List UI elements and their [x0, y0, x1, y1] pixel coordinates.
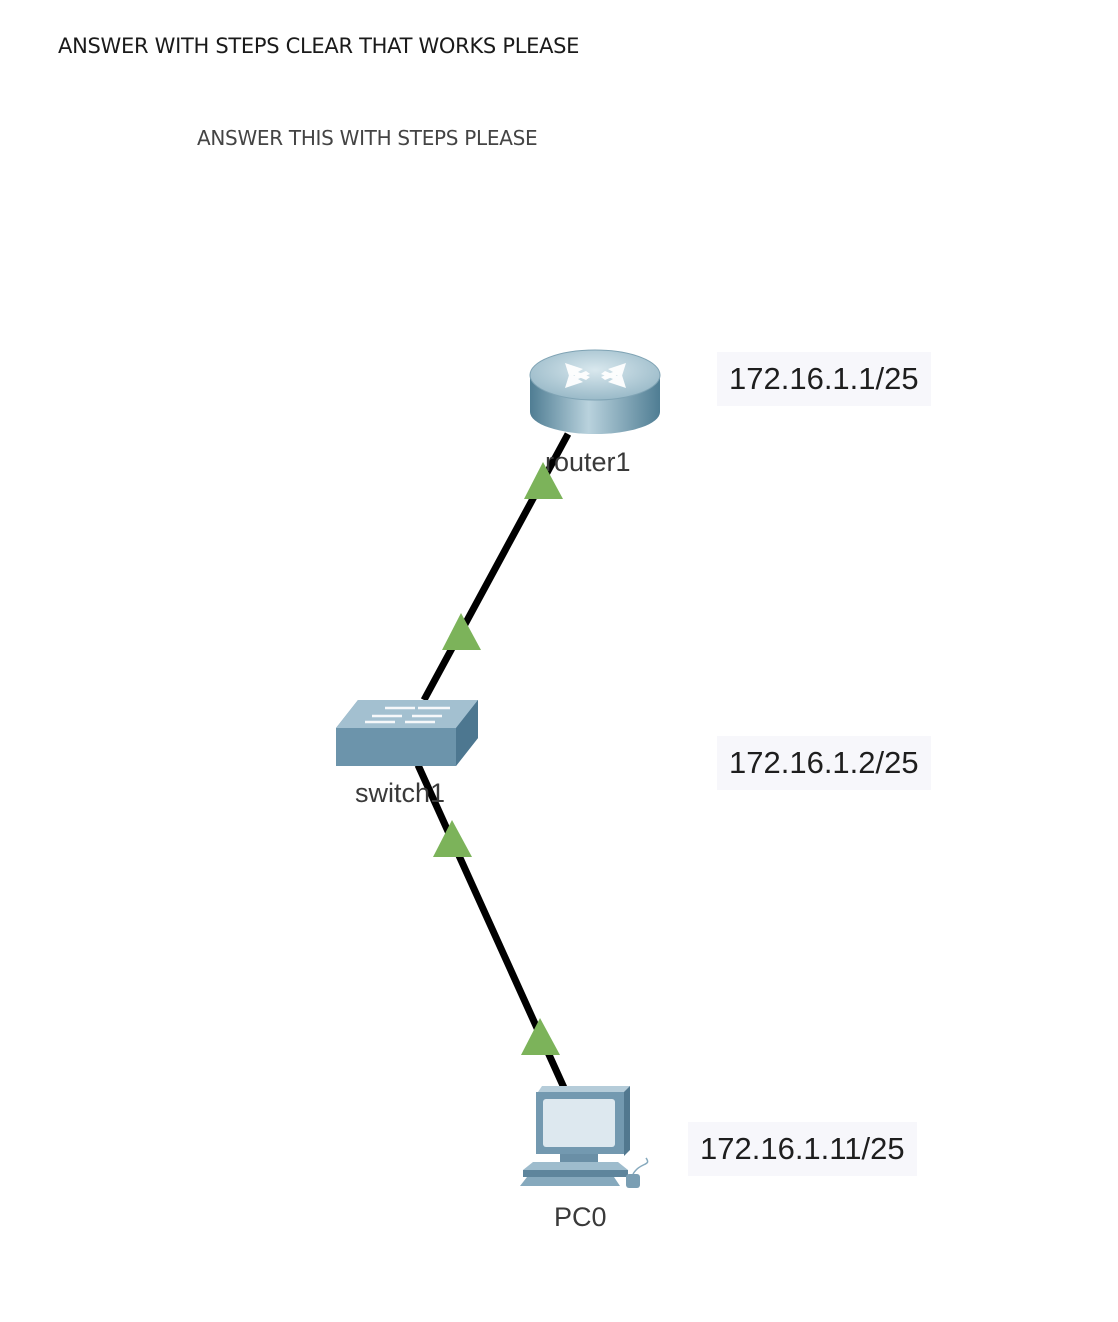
link-up-indicator	[442, 613, 481, 650]
router1-icon[interactable]	[529, 349, 661, 434]
pc0-ip-address: 172.16.1.11/25	[688, 1122, 917, 1176]
link-up-indicator	[524, 462, 563, 499]
router1-label: router1	[545, 447, 631, 477]
switch1-label: switch1	[355, 778, 445, 808]
link-up-indicator	[433, 820, 472, 857]
link-up-indicator	[521, 1018, 560, 1055]
switch1-icon[interactable]	[336, 700, 478, 766]
question-subtitle: ANSWER THIS WITH STEPS PLEASE	[197, 126, 538, 150]
pc0-icon[interactable]	[520, 1086, 649, 1188]
router1-ip-address: 172.16.1.1/25	[717, 352, 931, 406]
page-title: ANSWER WITH STEPS CLEAR THAT WORKS PLEAS…	[58, 34, 580, 58]
pc0-label: PC0	[554, 1202, 607, 1232]
switch1-ip-address: 172.16.1.2/25	[717, 736, 931, 790]
